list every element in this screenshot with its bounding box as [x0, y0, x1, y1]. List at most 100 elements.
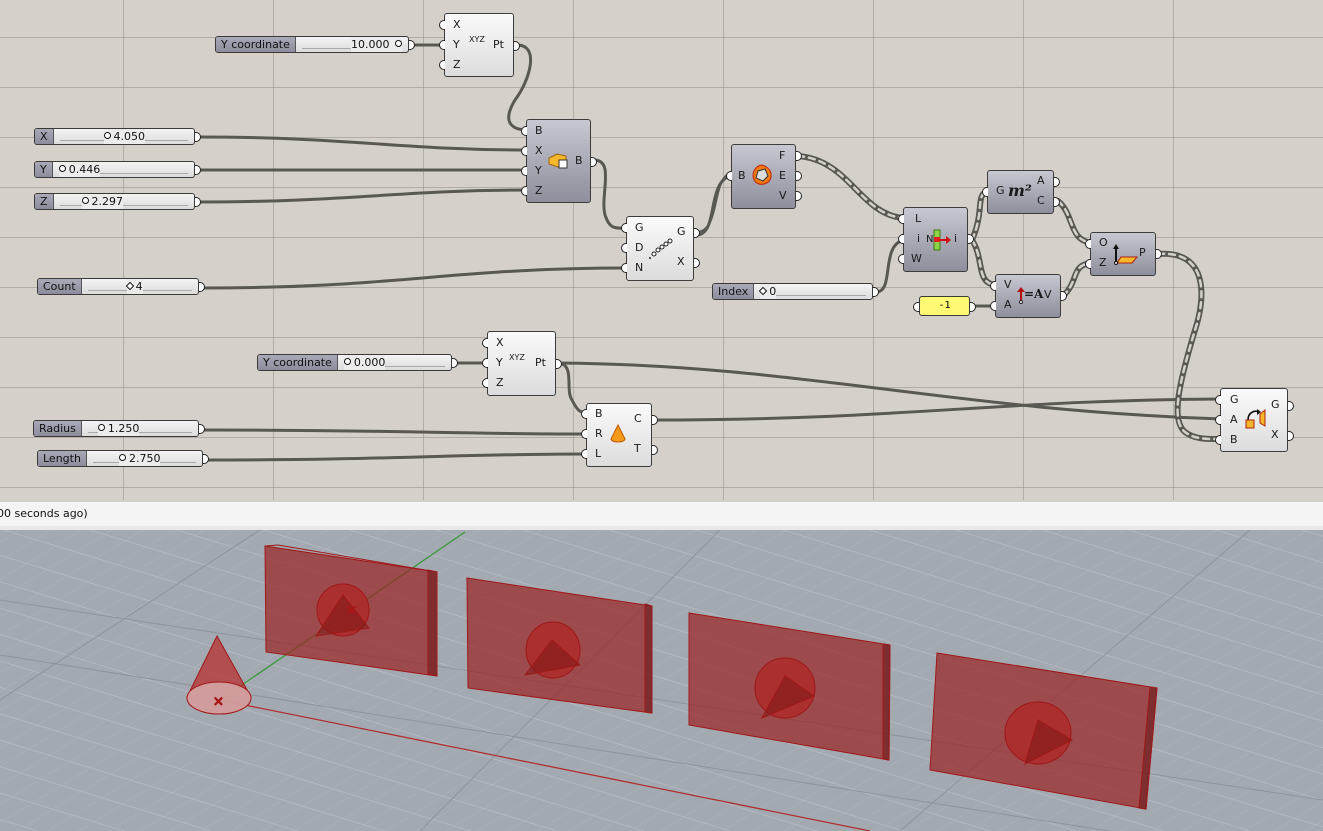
- output-b[interactable]: B: [575, 154, 583, 167]
- output-f[interactable]: F: [779, 149, 786, 162]
- output-grip-icon[interactable]: [1288, 401, 1294, 411]
- input-grip-icon[interactable]: [1085, 239, 1091, 249]
- input-grip-icon[interactable]: [581, 449, 587, 459]
- panel-divider[interactable]: [0, 526, 1323, 530]
- input-y[interactable]: Y: [453, 38, 460, 51]
- output-grip-icon[interactable]: [1156, 249, 1162, 259]
- output-grip-icon[interactable]: [203, 454, 209, 464]
- input-grip-icon[interactable]: [521, 166, 527, 176]
- output-x[interactable]: X: [677, 255, 685, 268]
- output-i[interactable]: i: [954, 232, 958, 245]
- slider-y-coordinate-top[interactable]: Y coordinate 10.000: [215, 36, 415, 53]
- input-y[interactable]: Y: [535, 164, 542, 177]
- component-construct-point-2[interactable]: X Y Z XYZ Pt: [482, 331, 562, 396]
- input-grip-icon[interactable]: [621, 243, 627, 253]
- output-g[interactable]: G: [677, 225, 686, 238]
- output-grip-icon[interactable]: [694, 228, 700, 238]
- input-z[interactable]: Z: [535, 184, 543, 197]
- output-grip-icon[interactable]: [409, 40, 415, 50]
- output-grip-icon[interactable]: [1061, 291, 1067, 301]
- input-grip-icon[interactable]: [1215, 435, 1221, 445]
- input-grip-icon[interactable]: [482, 338, 488, 348]
- rhino-viewport[interactable]: ✕ ✕: [0, 530, 1323, 831]
- input-grip-icon[interactable]: [439, 40, 445, 50]
- input-grip-icon[interactable]: [990, 301, 996, 311]
- input-grip-icon[interactable]: [482, 358, 488, 368]
- input-x[interactable]: X: [453, 18, 461, 31]
- component-amplitude[interactable]: V A =A V: [990, 274, 1067, 318]
- slider-length[interactable]: Length 2.750: [37, 450, 209, 467]
- slider-track[interactable]: 0.000: [338, 355, 451, 370]
- component-construct-point-1[interactable]: X Y Z XYZ Pt: [439, 13, 520, 77]
- input-i[interactable]: i: [917, 232, 921, 245]
- component-list-item[interactable]: L i W N i: [898, 207, 974, 272]
- output-a[interactable]: A: [1037, 174, 1045, 187]
- component-orient[interactable]: G A B G X: [1215, 388, 1294, 452]
- input-g[interactable]: G: [996, 184, 1005, 197]
- slider-knob-icon[interactable]: [759, 286, 768, 296]
- output-grip-icon[interactable]: [591, 157, 597, 167]
- input-grip-icon[interactable]: [581, 429, 587, 439]
- output-grip-icon[interactable]: [970, 302, 976, 312]
- slider-knob-icon[interactable]: [81, 197, 89, 204]
- component-plane-normal[interactable]: O Z P: [1085, 232, 1162, 276]
- slider-z[interactable]: Z 2.297: [34, 193, 201, 210]
- output-grip-icon[interactable]: [195, 132, 201, 142]
- input-grip-icon[interactable]: [990, 281, 996, 291]
- output-g[interactable]: G: [1271, 398, 1280, 411]
- input-z[interactable]: Z: [496, 376, 504, 389]
- input-grip-icon[interactable]: [898, 254, 904, 264]
- input-b[interactable]: B: [595, 407, 603, 420]
- slider-track[interactable]: 1.250: [82, 421, 198, 436]
- output-grip-icon[interactable]: [556, 359, 562, 369]
- input-b[interactable]: B: [535, 124, 543, 137]
- output-grip-icon[interactable]: [652, 415, 658, 425]
- input-d[interactable]: D: [635, 241, 644, 254]
- input-x[interactable]: X: [496, 336, 504, 349]
- slider-track[interactable]: 4: [82, 279, 198, 294]
- component-linear-array[interactable]: G D N G X: [621, 216, 700, 281]
- output-pt[interactable]: Pt: [535, 356, 546, 369]
- output-v[interactable]: V: [1044, 288, 1052, 301]
- input-grip-icon[interactable]: [439, 20, 445, 30]
- input-n[interactable]: N: [635, 261, 644, 274]
- output-grip-icon[interactable]: [452, 358, 458, 368]
- slider-count[interactable]: Count 4: [37, 278, 205, 295]
- input-grip-icon[interactable]: [1215, 415, 1221, 425]
- input-l[interactable]: L: [595, 447, 602, 460]
- component-deconstruct-brep[interactable]: B F E V: [726, 144, 802, 209]
- output-pt[interactable]: Pt: [493, 38, 504, 51]
- input-grip-icon[interactable]: [898, 214, 904, 224]
- output-grip-icon[interactable]: [1054, 197, 1060, 207]
- component-center-box[interactable]: B X Y Z B: [521, 119, 597, 203]
- input-grip-icon[interactable]: [581, 409, 587, 419]
- output-grip-icon[interactable]: [796, 151, 802, 161]
- input-b[interactable]: B: [1230, 433, 1238, 446]
- input-grip-icon[interactable]: [982, 187, 988, 197]
- input-grip-icon[interactable]: [1085, 259, 1091, 269]
- grasshopper-canvas[interactable]: Y coordinate 10.000 X 4.050 Y 0.446 Z 2.…: [0, 0, 1323, 500]
- output-grip-icon[interactable]: [652, 445, 658, 455]
- slider-knob-icon[interactable]: [343, 358, 351, 365]
- input-l[interactable]: L: [915, 212, 922, 225]
- slider-knob-icon[interactable]: [58, 165, 66, 172]
- slider-knob-icon[interactable]: [125, 281, 134, 291]
- input-grip-icon[interactable]: [621, 263, 627, 273]
- input-grip-icon[interactable]: [621, 223, 627, 233]
- output-grip-icon[interactable]: [968, 234, 974, 244]
- output-t[interactable]: T: [634, 442, 641, 455]
- output-grip-icon[interactable]: [514, 41, 520, 51]
- input-r[interactable]: R: [595, 427, 603, 440]
- input-grip-icon[interactable]: [439, 60, 445, 70]
- output-grip-icon[interactable]: [195, 197, 201, 207]
- slider-knob-icon[interactable]: [97, 424, 105, 431]
- component-cone[interactable]: B R L C T: [581, 403, 658, 467]
- input-z[interactable]: Z: [453, 58, 461, 71]
- output-grip-icon[interactable]: [199, 282, 205, 292]
- output-grip-icon[interactable]: [199, 424, 205, 434]
- slider-knob-icon[interactable]: [103, 132, 111, 139]
- slider-track[interactable]: 2.750: [87, 451, 202, 466]
- input-grip-icon[interactable]: [913, 302, 919, 312]
- input-v[interactable]: V: [1004, 278, 1012, 291]
- input-grip-icon[interactable]: [521, 126, 527, 136]
